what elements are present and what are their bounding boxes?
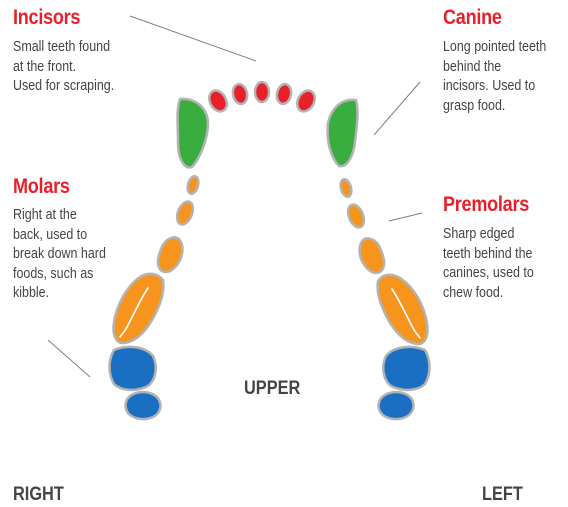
incisors-group <box>206 82 318 114</box>
incisor-tooth <box>255 82 269 102</box>
canine-tooth-right <box>178 99 209 168</box>
incisors-pointer-line <box>130 16 256 61</box>
molar-tooth <box>110 347 156 390</box>
molar-tooth <box>126 392 161 419</box>
incisor-tooth <box>294 88 318 115</box>
premolars-pointer-line <box>389 213 422 221</box>
premolar-tooth <box>360 238 385 273</box>
molar-tooth <box>379 392 414 419</box>
premolar-tooth <box>174 199 196 226</box>
canines-group <box>178 99 358 168</box>
incisor-tooth <box>231 83 249 105</box>
premolar-tooth <box>345 202 367 229</box>
canine-pointer-line <box>374 82 420 135</box>
premolar-tooth <box>158 237 183 272</box>
premolar-tooth <box>378 275 428 344</box>
premolar-tooth <box>339 178 353 198</box>
premolars-group <box>113 175 427 344</box>
molar-tooth <box>383 347 429 390</box>
premolar-tooth <box>186 175 200 195</box>
canine-tooth-left <box>328 100 358 166</box>
premolar-tooth <box>113 274 163 343</box>
incisor-tooth <box>275 83 293 105</box>
molars-group <box>110 347 430 419</box>
incisor-tooth <box>206 88 230 115</box>
molars-pointer-line <box>48 340 90 377</box>
